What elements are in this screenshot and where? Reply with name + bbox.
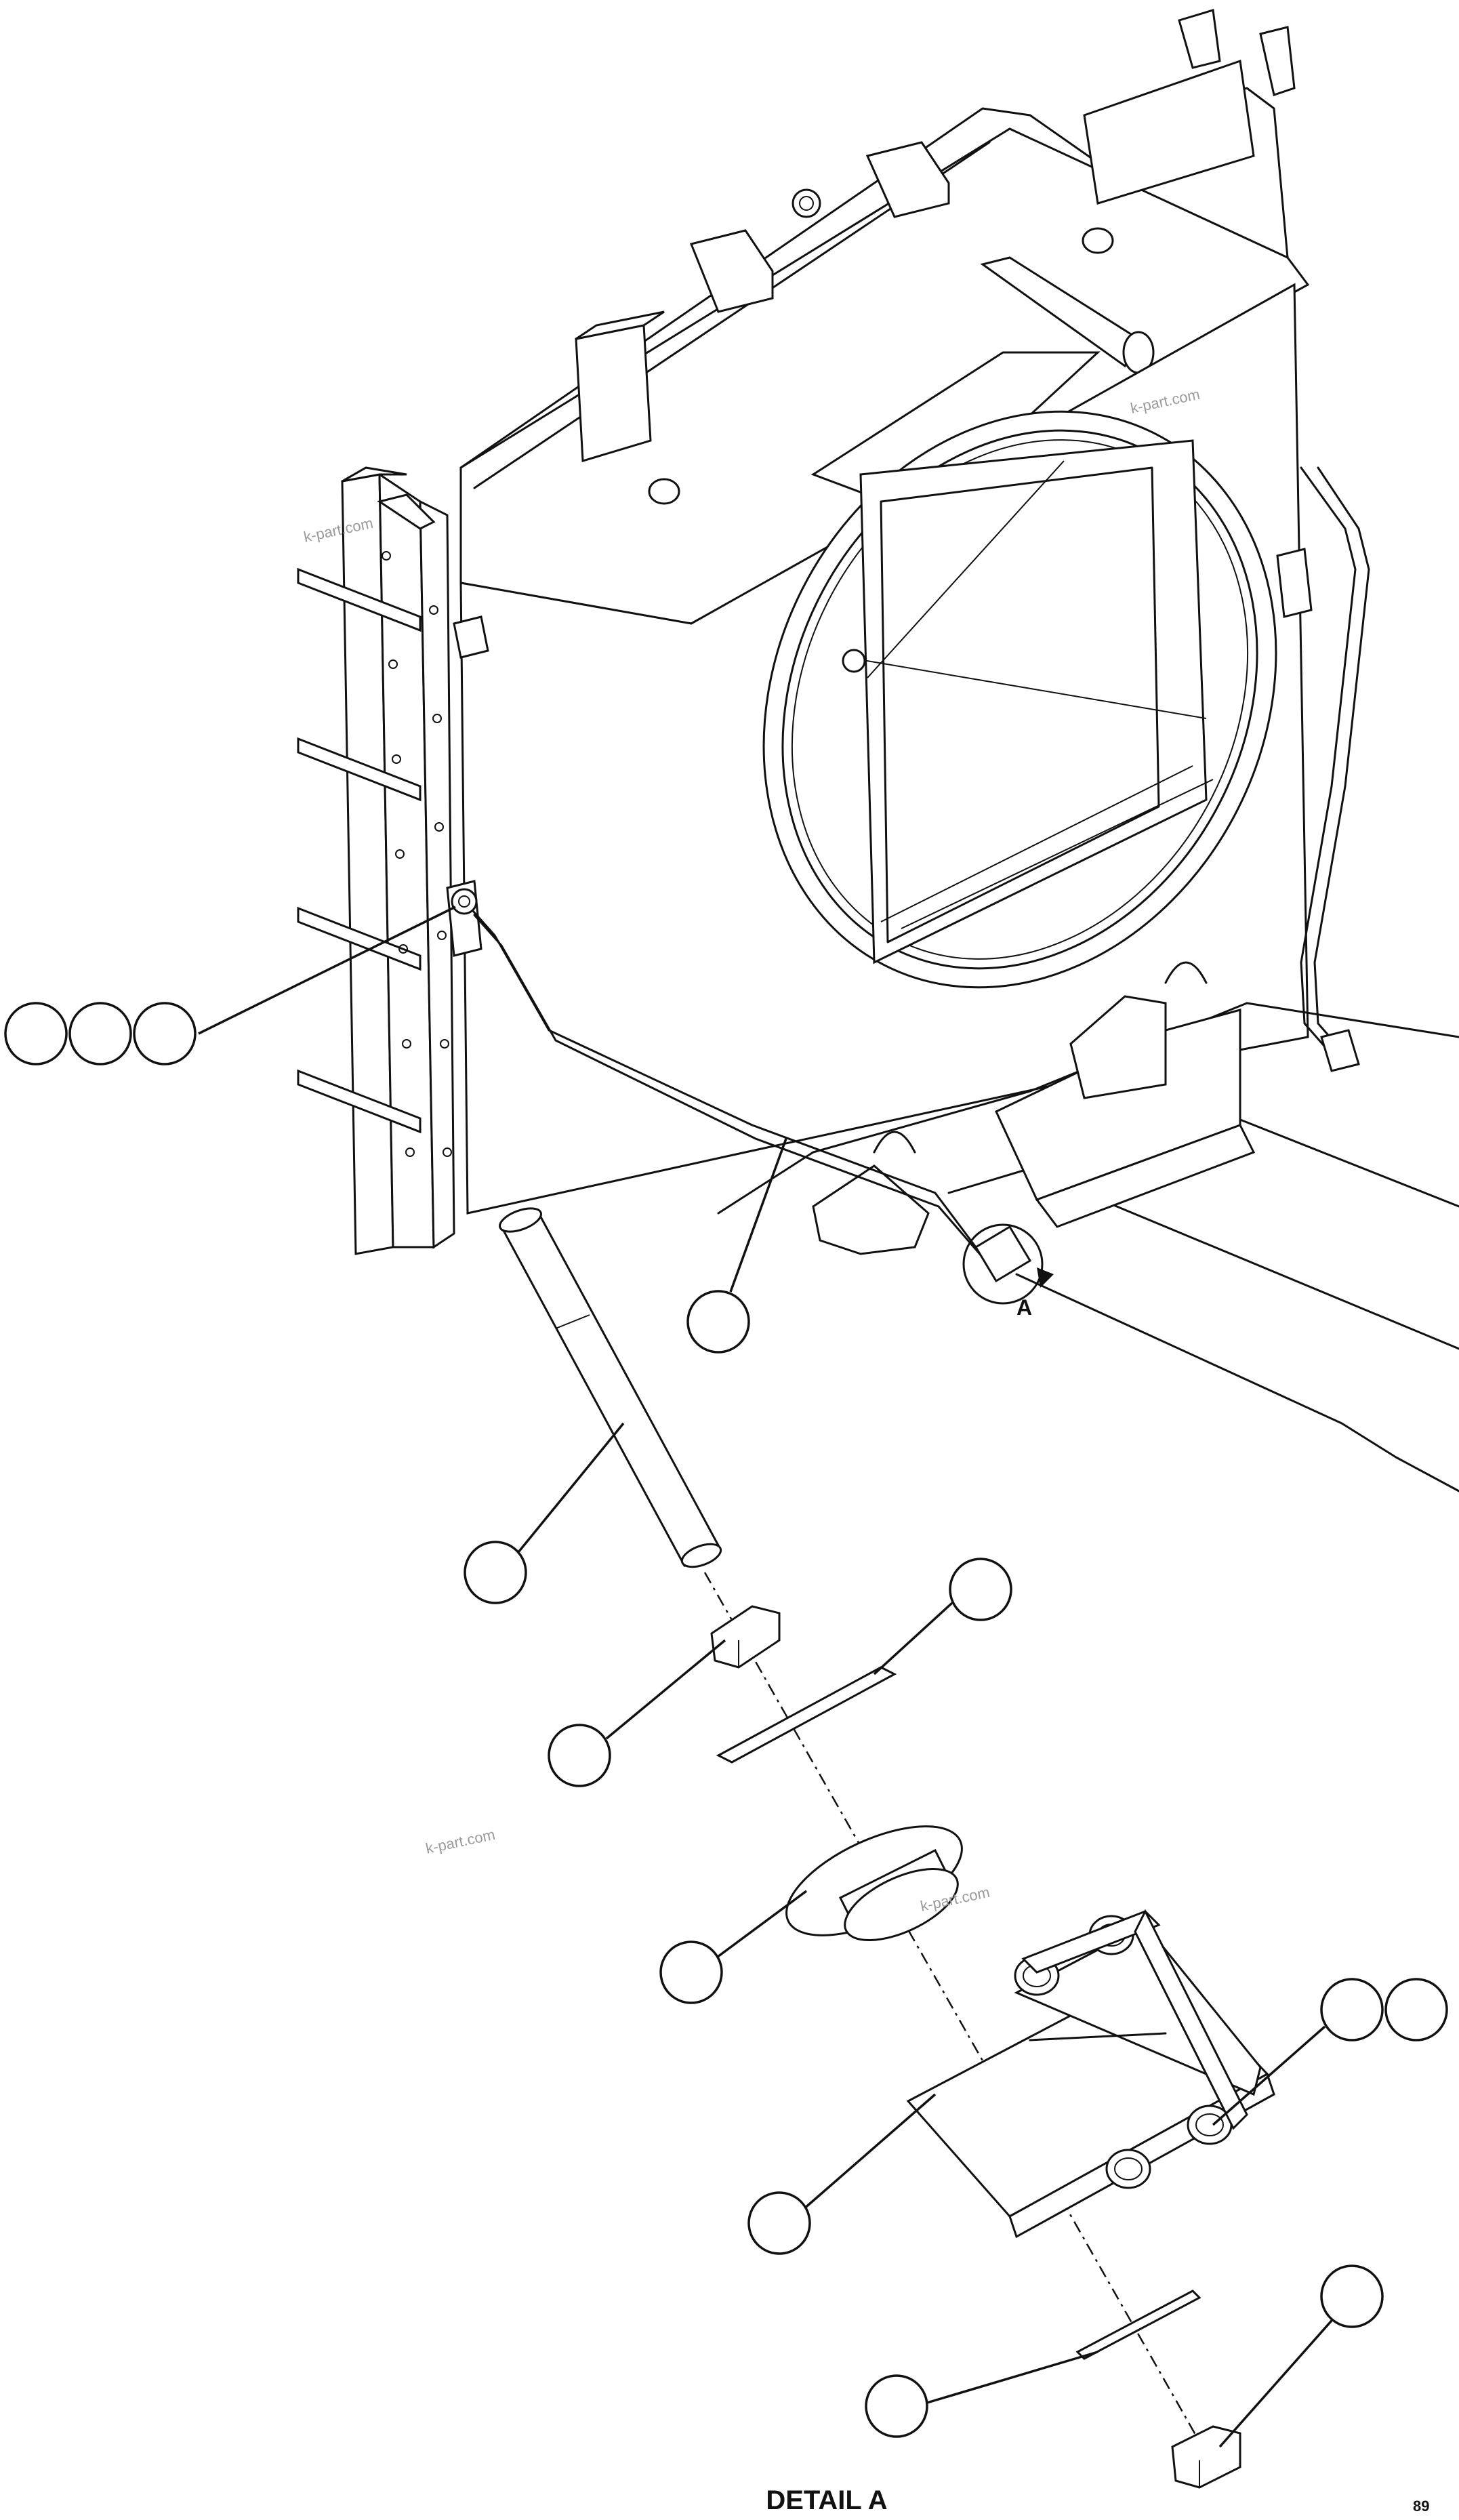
callouts	[4, 906, 1448, 2448]
callout-balloon[interactable]	[659, 1940, 723, 2004]
callout-balloon[interactable]	[464, 1541, 527, 1604]
callout-balloon[interactable]	[686, 1290, 750, 1354]
watermark-text: k-part.com	[424, 1826, 497, 1857]
callout-balloon[interactable]	[4, 1002, 68, 1065]
stay-rod	[451, 888, 984, 1259]
callout-balloon[interactable]	[548, 1724, 611, 1787]
callout-balloon[interactable]	[1384, 1978, 1448, 2041]
detail-a-marker: A	[962, 1223, 1054, 1320]
callout-balloon[interactable]	[1320, 2264, 1384, 2328]
radiator-assembly	[297, 9, 1370, 1255]
sheet-code: 89	[1413, 2498, 1429, 2515]
callout-balloon[interactable]	[747, 2191, 811, 2255]
chassis-frame	[717, 961, 1459, 1492]
detail-title: DETAIL A	[766, 2485, 887, 2515]
callout-balloon[interactable]	[1320, 1978, 1384, 2041]
callout-balloon[interactable]	[865, 2374, 928, 2438]
view-marker-a: A	[1016, 1295, 1032, 1320]
callout-balloon[interactable]	[949, 1558, 1012, 1621]
callout-balloon[interactable]	[133, 1002, 197, 1065]
callout-balloon[interactable]	[68, 1002, 132, 1065]
exploded-parts	[499, 1207, 1275, 2489]
